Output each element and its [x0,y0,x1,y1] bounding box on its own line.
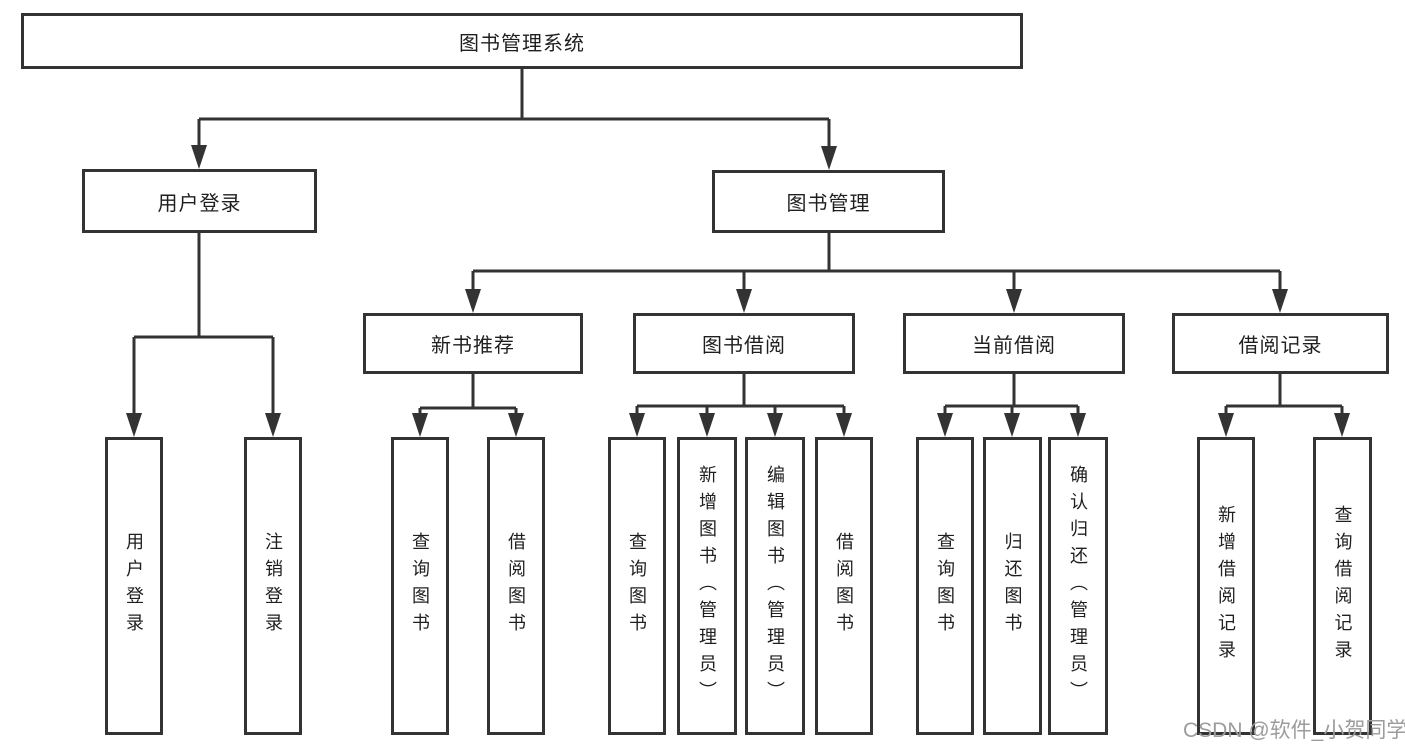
node-label: 当前借阅 [972,335,1056,357]
node-label: 查询图书 [627,532,647,640]
node-label: 查询图书 [935,532,955,640]
connector-book-mgmt-to-level3 [465,233,1288,313]
connector-borrow-records-branch [1218,374,1350,437]
node-label: 借阅图书 [506,532,526,640]
leaf-add-books-admin: 新增图书（管理员） [677,437,737,735]
connector-root-to-level2 [191,69,837,170]
leaf-borrow-books-2: 借阅图书 [815,437,873,735]
connector-new-books-branch [412,374,524,437]
node-label: 归还图书 [1002,532,1023,640]
node-user-login: 用户登录 [82,169,317,233]
connector-current-borrow-branch [937,374,1086,437]
node-label: 确认归还（管理员） [1068,464,1088,708]
node-label: 新增借阅记录 [1216,505,1236,667]
leaf-query-books-1: 查询图书 [391,437,449,735]
node-label: 借阅图书 [834,532,854,640]
node-label: 用户登录 [157,192,242,215]
node-label: 查询借阅记录 [1332,505,1353,667]
node-label: 新书推荐 [431,335,515,357]
node-root-system: 图书管理系统 [21,13,1023,69]
leaf-edit-books-admin: 编辑图书（管理员） [745,437,805,735]
node-current-borrow: 当前借阅 [903,313,1125,374]
node-borrow-records: 借阅记录 [1172,313,1389,374]
leaf-borrow-books-1: 借阅图书 [487,437,545,735]
leaf-query-borrow-record: 查询借阅记录 [1313,437,1372,735]
leaf-query-books-3: 查询图书 [916,437,974,735]
node-label: 新增图书（管理员） [697,464,717,708]
node-new-book-recommend: 新书推荐 [363,313,583,374]
node-label: 图书借阅 [702,335,786,357]
node-book-borrow: 图书借阅 [633,313,855,374]
leaf-logout: 注销登录 [244,437,302,735]
node-label: 用户登录 [124,532,144,640]
node-label: 借阅记录 [1238,335,1323,357]
leaf-user-login: 用户登录 [105,437,163,735]
leaf-add-borrow-record: 新增借阅记录 [1197,437,1255,735]
connector-user-login-branch [126,233,281,437]
node-label: 查询图书 [410,532,430,640]
node-book-management: 图书管理 [712,170,945,233]
node-label: 图书管理 [786,193,871,215]
node-label: 注销登录 [263,532,283,640]
node-label: 图书管理系统 [459,32,585,55]
leaf-query-books-2: 查询图书 [608,437,666,735]
connector-book-borrow-branch [629,374,852,437]
node-label: 编辑图书（管理员） [765,464,785,708]
csdn-watermark: CSDN @软件_小贺同学 [1183,719,1405,742]
leaf-confirm-return-admin: 确认归还（管理员） [1048,437,1108,735]
leaf-return-books: 归还图书 [983,437,1042,735]
